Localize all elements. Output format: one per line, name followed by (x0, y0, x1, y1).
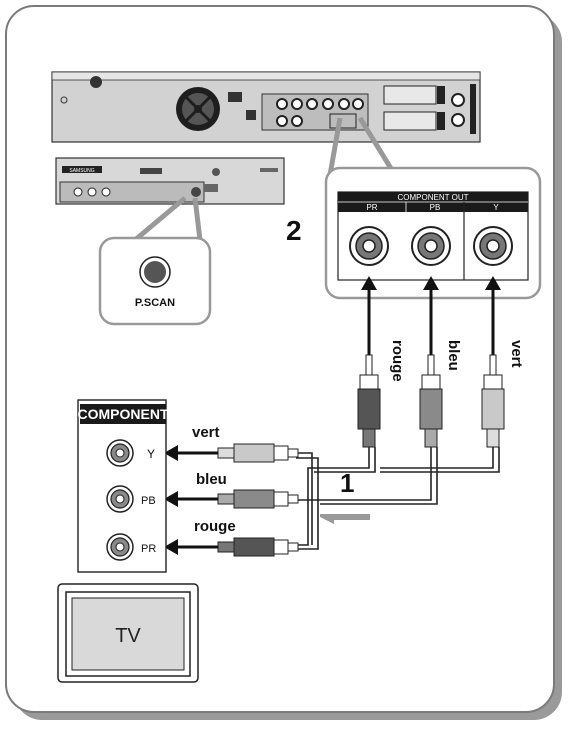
step-2-number: 2 (286, 215, 302, 246)
tv-jack-y[interactable] (107, 440, 133, 466)
tv-label: TV (115, 625, 141, 647)
cable-label-vert-right: vert (508, 340, 525, 368)
tv-jack-pb-label: PB (141, 495, 156, 507)
fan-icon (176, 87, 220, 131)
jack-pr[interactable] (350, 227, 388, 265)
tv-jack-pr[interactable] (107, 534, 133, 560)
component-out-title: COMPONENT OUT (398, 193, 469, 202)
cable-label-bleu-right: bleu (445, 340, 462, 371)
tv-icon: TV (58, 584, 198, 682)
port-y-label: Y (493, 203, 499, 212)
brand-text: SAMSUNG (69, 168, 94, 174)
step-1-number: 1 (340, 468, 354, 498)
component-out-callout: COMPONENT OUT PR PB Y (326, 168, 540, 298)
pscan-callout: P.SCAN (100, 238, 210, 324)
port-pb-label: PB (430, 203, 441, 212)
cable-label-vert-left: vert (192, 424, 220, 441)
tv-jack-y-label: Y (147, 447, 155, 461)
pscan-label: P.SCAN (135, 297, 175, 309)
port-pr-label: PR (366, 203, 377, 212)
jack-y[interactable] (474, 227, 512, 265)
pscan-button[interactable] (144, 261, 166, 283)
cable-label-rouge-left: rouge (194, 518, 236, 535)
recorder-front-panel: SAMSUNG (56, 158, 284, 204)
cable-label-rouge-right: rouge (389, 340, 406, 382)
cable-label-bleu-left: bleu (196, 471, 227, 488)
tv-jack-pr-label: PR (141, 543, 156, 555)
tv-jack-pb[interactable] (107, 486, 133, 512)
jack-pb[interactable] (412, 227, 450, 265)
tv-component-panel: COMPONENT Y PB PR (78, 400, 169, 572)
tv-component-title: COMPONENT (78, 406, 169, 422)
recorder-rear-panel (52, 72, 480, 142)
